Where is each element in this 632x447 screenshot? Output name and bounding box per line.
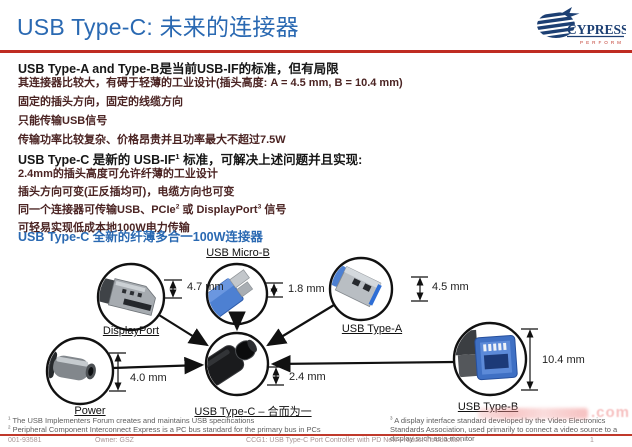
footer-page-number: 1 [590, 437, 594, 444]
displayport-circle [96, 262, 166, 332]
usb-type-c-label: USB Type-C – 合而为一 [194, 406, 312, 418]
watermark-text: .com [590, 404, 630, 421]
usb-micro-b-circle [205, 262, 269, 326]
arrow-displayport-to-typec [158, 314, 209, 347]
logo-tagline: PERFORM [580, 40, 624, 45]
connector-diagram [45, 256, 538, 406]
footnote-ref-2: 2 [175, 203, 180, 211]
usb-micro-b-label: USB Micro-B [206, 247, 270, 259]
dimension-displayport [164, 279, 182, 299]
page-title: USB Type-C: 未来的连接器 [17, 14, 299, 40]
bullet-line: 传输功率比较复杂、价格昂贵并且功率最大不超过7.5W [18, 134, 286, 146]
bullet-line: 同一个连接器可传输USB、PCIe2 或 DisplayPort3 信号 [18, 203, 287, 216]
diagram-heading: USB Type-C 全新的纤薄多合一100W连接器 [18, 230, 263, 244]
dimension-micro-b [266, 282, 283, 298]
dimension-type-a [411, 276, 428, 302]
usb-type-a-label: USB Type-A [341, 323, 403, 335]
logo-globe-stripes [537, 12, 575, 38]
title-divider [0, 50, 632, 53]
usb-type-b-circle [452, 321, 528, 397]
arrow-power-to-typec [112, 356, 205, 375]
watermark-smudge [477, 407, 588, 419]
footnote-ref-3: 3 [257, 203, 262, 211]
footnote-ref-1: 1 [175, 151, 180, 161]
usb-type-a-height: 4.5 mm [432, 281, 469, 293]
bullet-line: 插头方向可变(正反插均可)，电缆方向也可变 [18, 186, 235, 198]
power-label: Power [74, 405, 106, 417]
logo-wordmark: CYPRESS [567, 22, 626, 37]
arrow-typeb-to-typec [270, 355, 455, 373]
dimension-type-c [267, 366, 284, 386]
bullet-line: 只能传输USB信号 [18, 115, 108, 127]
usb-type-a-photo [331, 263, 382, 308]
footer-title: CCG1: USB Type-C Port Controller with PD… [246, 437, 462, 444]
logo-bird [562, 7, 580, 18]
dimension-type-b [521, 328, 538, 391]
footnote-1: 1 The USB Implementers Forum creates and… [8, 415, 255, 425]
bullet-line: 其连接器比较大，有碍于轻薄的工业设计(插头高度: A = 4.5 mm, B =… [18, 77, 403, 89]
arrow-typea-to-typec [266, 304, 335, 347]
watermark: .com [430, 404, 630, 421]
section2-bullets: 2.4mm的插头高度可允许纤薄的工业设计 插头方向可变(正反插均可)，电缆方向也… [18, 165, 286, 237]
bullet-line: 2.4mm的插头高度可允许纤薄的工业设计 [18, 168, 218, 180]
footnote-2: 2 Peripheral Component Interconnect Expr… [8, 424, 321, 434]
dimension-power [109, 352, 126, 392]
bullet-line: 可轻易实现低成本地100W电力传输 [18, 222, 190, 234]
footnote-3: 3 A display interface standard developed… [390, 415, 618, 443]
footnotes-left: 1 The USB Implementers Forum creates and… [8, 416, 383, 434]
displayport-photo [99, 277, 156, 316]
usb-type-c-circle [204, 331, 270, 397]
usb-type-a-circle [328, 256, 394, 322]
usb-micro-b-photo [208, 269, 254, 319]
cypress-logo-mark: CYPRESS PERFORM [537, 7, 629, 45]
section2-heading: USB Type-C 是新的 USB-IF1 标准，可解决上述问题并且实现: [18, 151, 363, 167]
displayport-height: 4.7 mm [187, 281, 224, 293]
power-circle [45, 336, 115, 406]
usb-type-c-height: 2.4 mm [289, 371, 326, 383]
usb-type-c-photo [207, 339, 257, 386]
bullet-line: 固定的插头方向，固定的线缆方向 [18, 96, 183, 108]
displayport-label: DisplayPort [102, 325, 160, 337]
section1-bullets: 其连接器比较大，有碍于轻薄的工业设计(插头高度: A = 4.5 mm, B =… [18, 74, 403, 150]
usb-type-b-height: 10.4 mm [542, 354, 585, 366]
usb-micro-b-height: 1.8 mm [288, 283, 325, 295]
usb-type-b-photo [455, 329, 518, 381]
footer-owner: Owner: GSZ [95, 437, 134, 444]
cypress-logo: CYPRESS PERFORM [534, 3, 629, 49]
footer-divider [0, 434, 632, 436]
power-height: 4.0 mm [130, 372, 167, 384]
footer-doc-id: 001-93581 [8, 437, 42, 444]
section1-heading: USB Type-A and Type-B是当前USB-IF的标准，但有局限 [18, 62, 339, 76]
